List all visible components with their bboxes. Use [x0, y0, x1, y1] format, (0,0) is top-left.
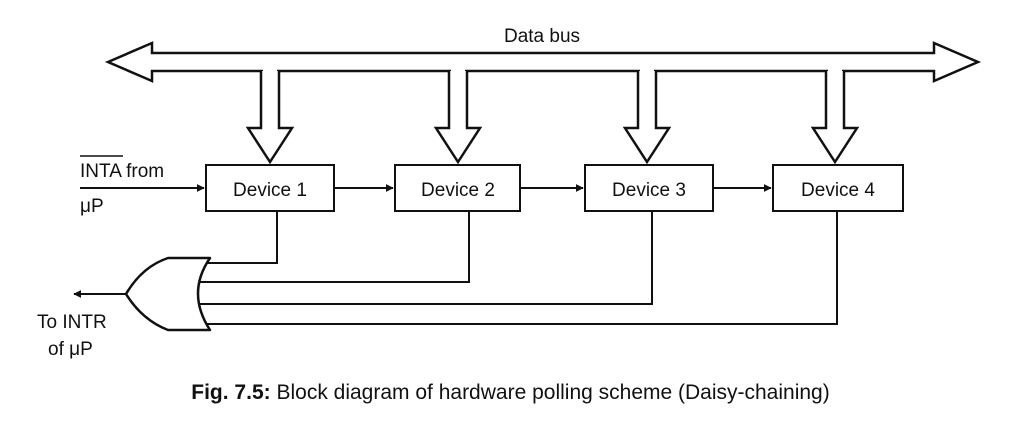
device-1-label: Device 1	[233, 180, 307, 201]
bus-drop-device-3	[622, 71, 672, 165]
figure-number: Fig. 7.5:	[191, 381, 271, 404]
device-3-box	[584, 164, 714, 212]
device-3-output-line	[200, 211, 653, 305]
bus-drop-device-4	[810, 71, 860, 165]
device-1-box	[205, 164, 335, 212]
inta-label: INTA from	[80, 161, 164, 182]
bus-drop-device-1	[245, 71, 295, 165]
figure-caption-text: Block diagram of hardware polling scheme…	[276, 381, 830, 404]
inta-source-label: μP	[80, 196, 104, 217]
data-bus-label: Data bus	[504, 26, 580, 47]
intr-label-line1: To INTR	[37, 312, 107, 333]
device-2-box	[394, 164, 521, 212]
bus-drop-device-2	[433, 71, 483, 165]
device-2-output-line	[200, 211, 470, 283]
figure-caption: Fig. 7.5: Block diagram of hardware poll…	[0, 381, 1021, 405]
intr-label-line2: of μP	[48, 339, 93, 360]
device-4-output-line	[205, 211, 838, 325]
device-4-label: Device 4	[801, 180, 875, 201]
device-3-label: Device 3	[612, 180, 686, 201]
device-2-label: Device 2	[421, 180, 495, 201]
or-gate-shape	[124, 256, 212, 332]
device-1-output-line	[205, 211, 278, 264]
data-bus-arrow	[104, 41, 982, 83]
